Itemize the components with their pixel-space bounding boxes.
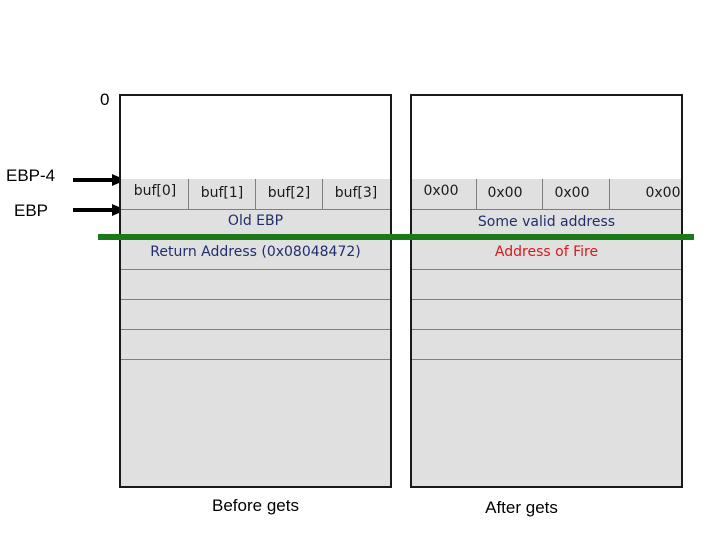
after-buf-cell-0: 0x00 xyxy=(423,183,459,199)
after-buf-cell-2: 0x00 xyxy=(554,185,590,201)
before-buf-cell-2: buf[2] xyxy=(267,185,311,201)
before-stack-frame xyxy=(119,94,392,488)
overflow-boundary-line xyxy=(98,234,694,240)
after-buf-cell-1: 0x00 xyxy=(487,185,523,201)
ebp-minus-4-label: EBP-4 xyxy=(6,166,56,185)
after-return-address: Address of Fire xyxy=(494,244,599,260)
ebp-label: EBP xyxy=(14,201,49,220)
before-buf-cell-0: buf[0] xyxy=(133,183,177,199)
before-return-address: Return Address (0x08048472) xyxy=(150,244,361,260)
before-buf-cell-1: buf[1] xyxy=(200,185,244,201)
before-buf-cell-3: buf[3] xyxy=(334,185,378,201)
address-zero-label: 0 xyxy=(100,90,110,109)
after-stack-frame xyxy=(410,94,683,488)
after-caption: After gets xyxy=(485,498,558,517)
before-caption: Before gets xyxy=(212,496,299,515)
after-buf-cell-3: 0x00 xyxy=(645,185,681,201)
after-old-ebp: Some valid address xyxy=(477,214,616,230)
before-old-ebp: Old EBP xyxy=(227,213,284,229)
